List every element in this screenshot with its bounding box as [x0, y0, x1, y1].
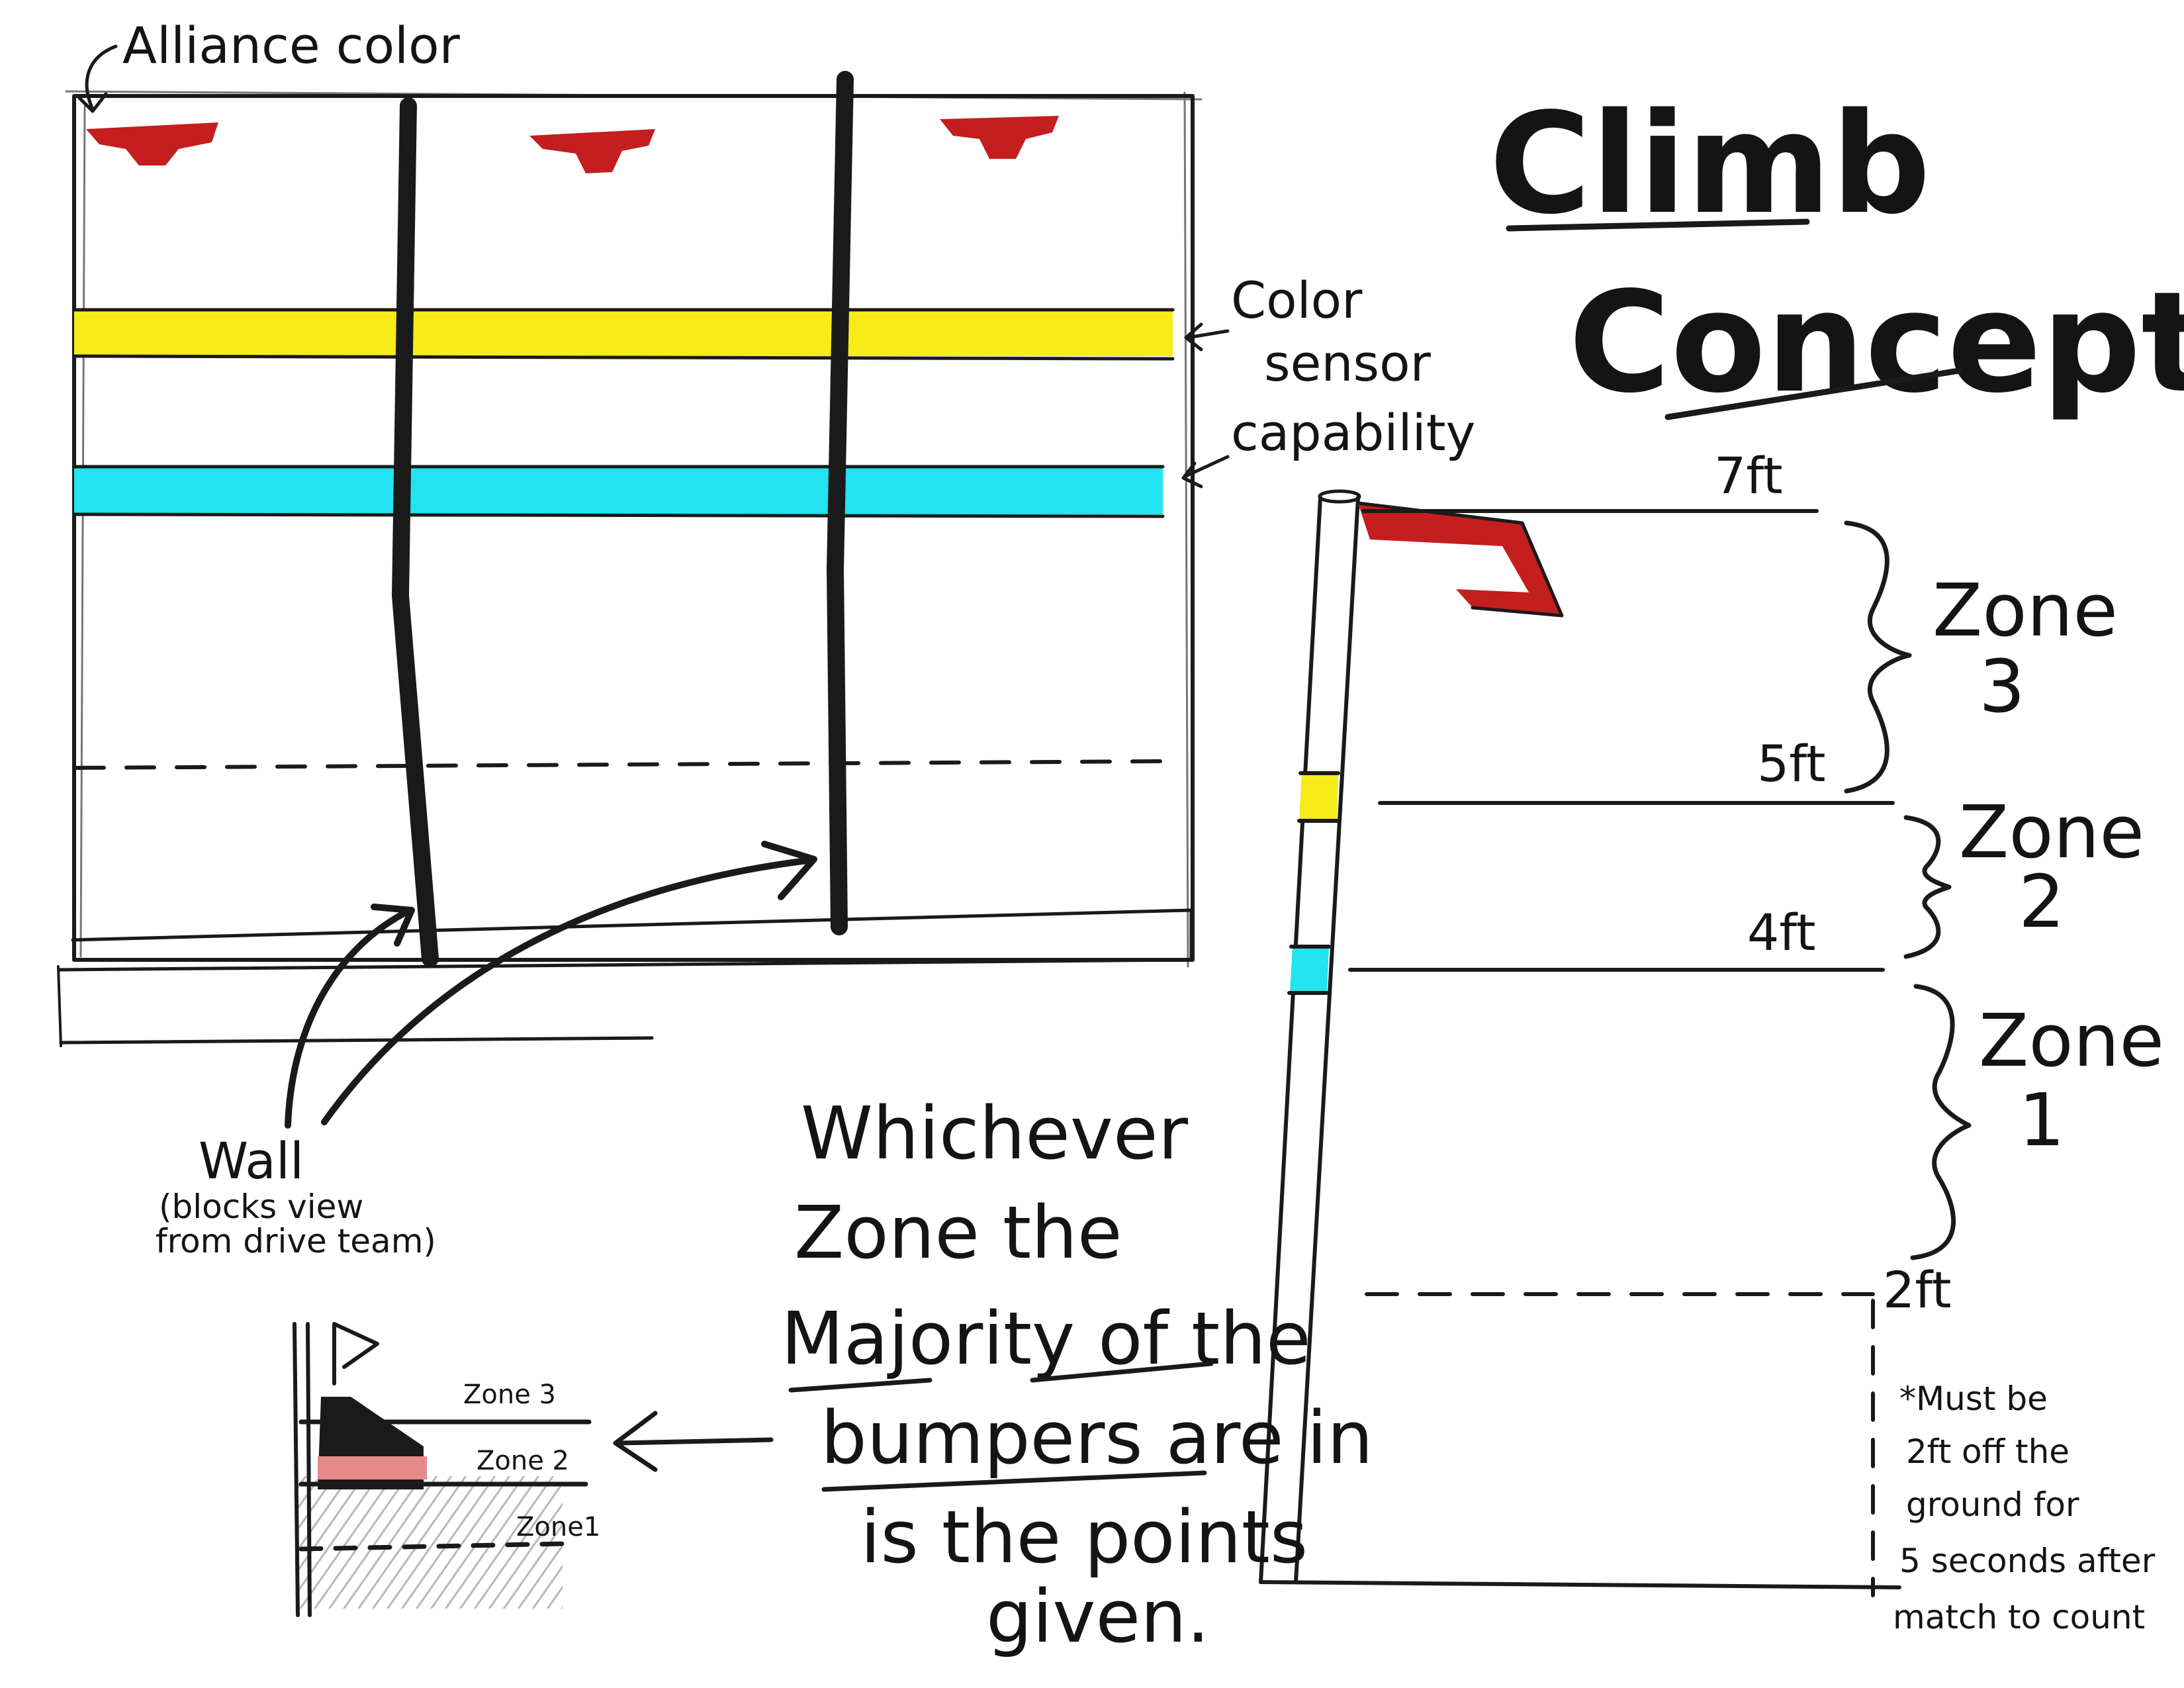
title-line1: Climb: [1489, 83, 1931, 245]
rule-line1: Whichever: [801, 1091, 1189, 1176]
footnote-line1: *Must be: [1899, 1380, 2048, 1418]
mini-robot-bumper: [318, 1456, 427, 1479]
wall-label: Wall: [199, 1131, 304, 1190]
title-line2: Concept: [1569, 261, 2184, 424]
floor-line: [61, 1038, 652, 1043]
wall-dashed-line: [76, 761, 1165, 768]
mini-zone1-label: Zone1: [516, 1512, 600, 1542]
sensor-label-line1: Color: [1231, 271, 1363, 330]
wall-arrow-2: [324, 861, 807, 1122]
mini-zone2-label: Zone 2: [477, 1446, 569, 1476]
height-7ft: 7ft: [1714, 446, 1783, 505]
brace-zone1: [1913, 986, 1969, 1258]
ground-line: [1261, 1582, 1899, 1587]
wall-note-line1: (blocks view: [159, 1188, 363, 1226]
zone3-num: 3: [1979, 644, 2025, 729]
zone3-word: Zone: [1933, 568, 2118, 653]
zone1-word: Zone: [1979, 998, 2164, 1083]
pole-cyan-ring: [1290, 947, 1329, 993]
rule-line4: bumpers are in: [821, 1395, 1373, 1480]
rule-line6: given.: [986, 1574, 1210, 1659]
alliance-color-label: Alliance color: [122, 16, 461, 75]
rule-line5: is the points: [860, 1495, 1308, 1579]
mini-zone-diagram: Zone 3 Zone 2 Zone1: [295, 1324, 771, 1615]
mini-zone3-label: Zone 3: [463, 1380, 556, 1410]
alliance-arrow: [79, 46, 116, 111]
footnote-line2: 2ft off the: [1906, 1432, 2070, 1471]
footnote-line4: 5 seconds after: [1899, 1542, 2156, 1580]
pole-view: 7ft 5ft 4ft 2ft Zone 3 Zone 2 Zone 1 *Mu…: [1261, 446, 2164, 1636]
rule-arrow: [619, 1440, 771, 1443]
height-5ft: 5ft: [1757, 734, 1826, 793]
height-4ft: 4ft: [1747, 903, 1816, 962]
wall-note-line2: from drive team): [156, 1222, 436, 1260]
brace-zone2: [1906, 818, 1949, 957]
alliance-marker-3: [940, 116, 1059, 159]
zone1-num: 1: [2019, 1078, 2065, 1162]
footnote-line3: ground for: [1906, 1485, 2079, 1524]
sensor-label-line3: capability: [1231, 403, 1476, 462]
zone2-num: 2: [2019, 859, 2065, 944]
alliance-marker-2: [529, 129, 655, 173]
floor-edge: [58, 966, 61, 1046]
sensor-arrow-2: [1183, 457, 1228, 487]
wall-divider-2: [835, 79, 845, 927]
cyan-sensor-band: [74, 467, 1163, 514]
wall-view: Alliance color Color sensor capability W…: [58, 16, 1476, 1260]
title: Climb Concept: [1489, 83, 2184, 424]
wall-frame-sketch: [66, 91, 1201, 966]
sensor-label-line2: sensor: [1264, 334, 1432, 393]
mini-flag: [334, 1324, 377, 1383]
brace-zone3: [1846, 523, 1909, 791]
wall-arrow-2-head: [764, 844, 814, 897]
footnote-line5: match to count: [1893, 1598, 2145, 1636]
alliance-marker-1: [86, 122, 218, 165]
rule-line3: Majority of the: [781, 1296, 1311, 1381]
pole-yellow-ring: [1299, 773, 1338, 821]
height-2ft: 2ft: [1883, 1260, 1952, 1319]
alliance-flag-hook: [1358, 503, 1562, 616]
wall-frame: [74, 96, 1193, 960]
pole-top: [1320, 491, 1359, 502]
rule-line2: Zone the: [794, 1190, 1122, 1275]
yellow-sensor-band: [74, 310, 1173, 356]
wall-divider-1: [400, 106, 430, 959]
